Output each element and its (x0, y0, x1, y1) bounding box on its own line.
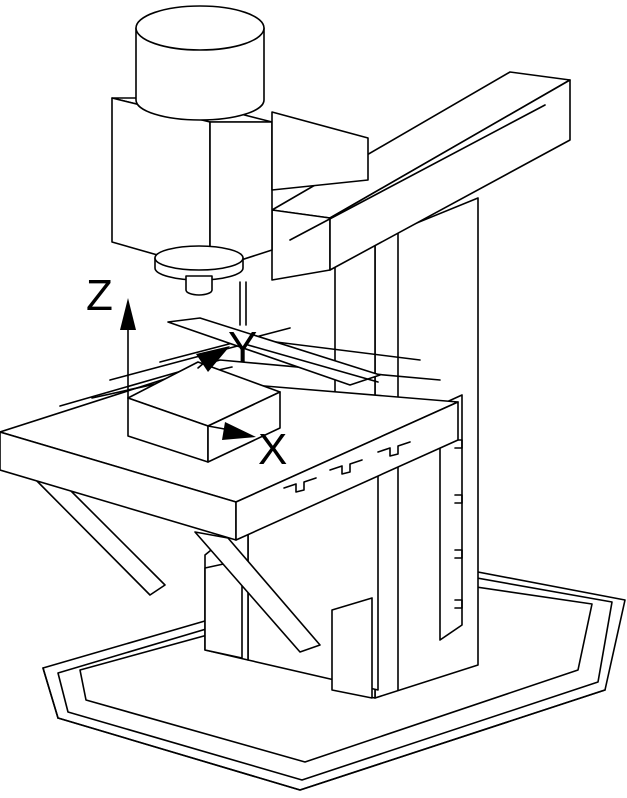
motor-top (135, 5, 265, 51)
motor-body (135, 27, 265, 121)
workpiece (127, 361, 281, 463)
t-slot-notch-2 (329, 459, 363, 475)
saddle-edge (247, 344, 379, 383)
table-right-face (235, 401, 459, 541)
tool-holder (185, 275, 213, 296)
y-arrow-head (196, 346, 230, 372)
column-ways (439, 394, 463, 641)
overarm-edge (289, 104, 546, 241)
head-side (209, 121, 273, 271)
spindle-collar-top (154, 245, 244, 271)
way-notch-2 (454, 494, 463, 504)
overarm-side (329, 79, 571, 271)
way-rail (439, 394, 463, 641)
head-front (111, 97, 211, 271)
way-notch-4 (454, 599, 463, 609)
overarm-front (271, 209, 331, 281)
head-mount (271, 111, 369, 191)
spindle-tool (154, 245, 247, 326)
workpiece-side (207, 391, 281, 463)
x-arrow-head (222, 422, 256, 440)
t-slot-notch-3 (377, 441, 411, 457)
y-axis-label: Y (228, 323, 257, 372)
t-slot-3 (159, 327, 291, 363)
base-pan-lower-edge (57, 689, 606, 791)
way-notch-3 (454, 549, 463, 559)
base-pan-left-edge (42, 667, 59, 719)
spindle-motor (135, 5, 265, 121)
saddle-rail (167, 317, 381, 386)
t-slot-notch-1 (283, 477, 317, 493)
right-brace (194, 531, 321, 653)
z-arrow-head (120, 298, 136, 330)
axis-indicators: Z Y X (86, 271, 287, 474)
x-axis-label: X (258, 425, 287, 474)
z-axis-label: Z (86, 271, 113, 320)
knee-foot (331, 597, 373, 699)
